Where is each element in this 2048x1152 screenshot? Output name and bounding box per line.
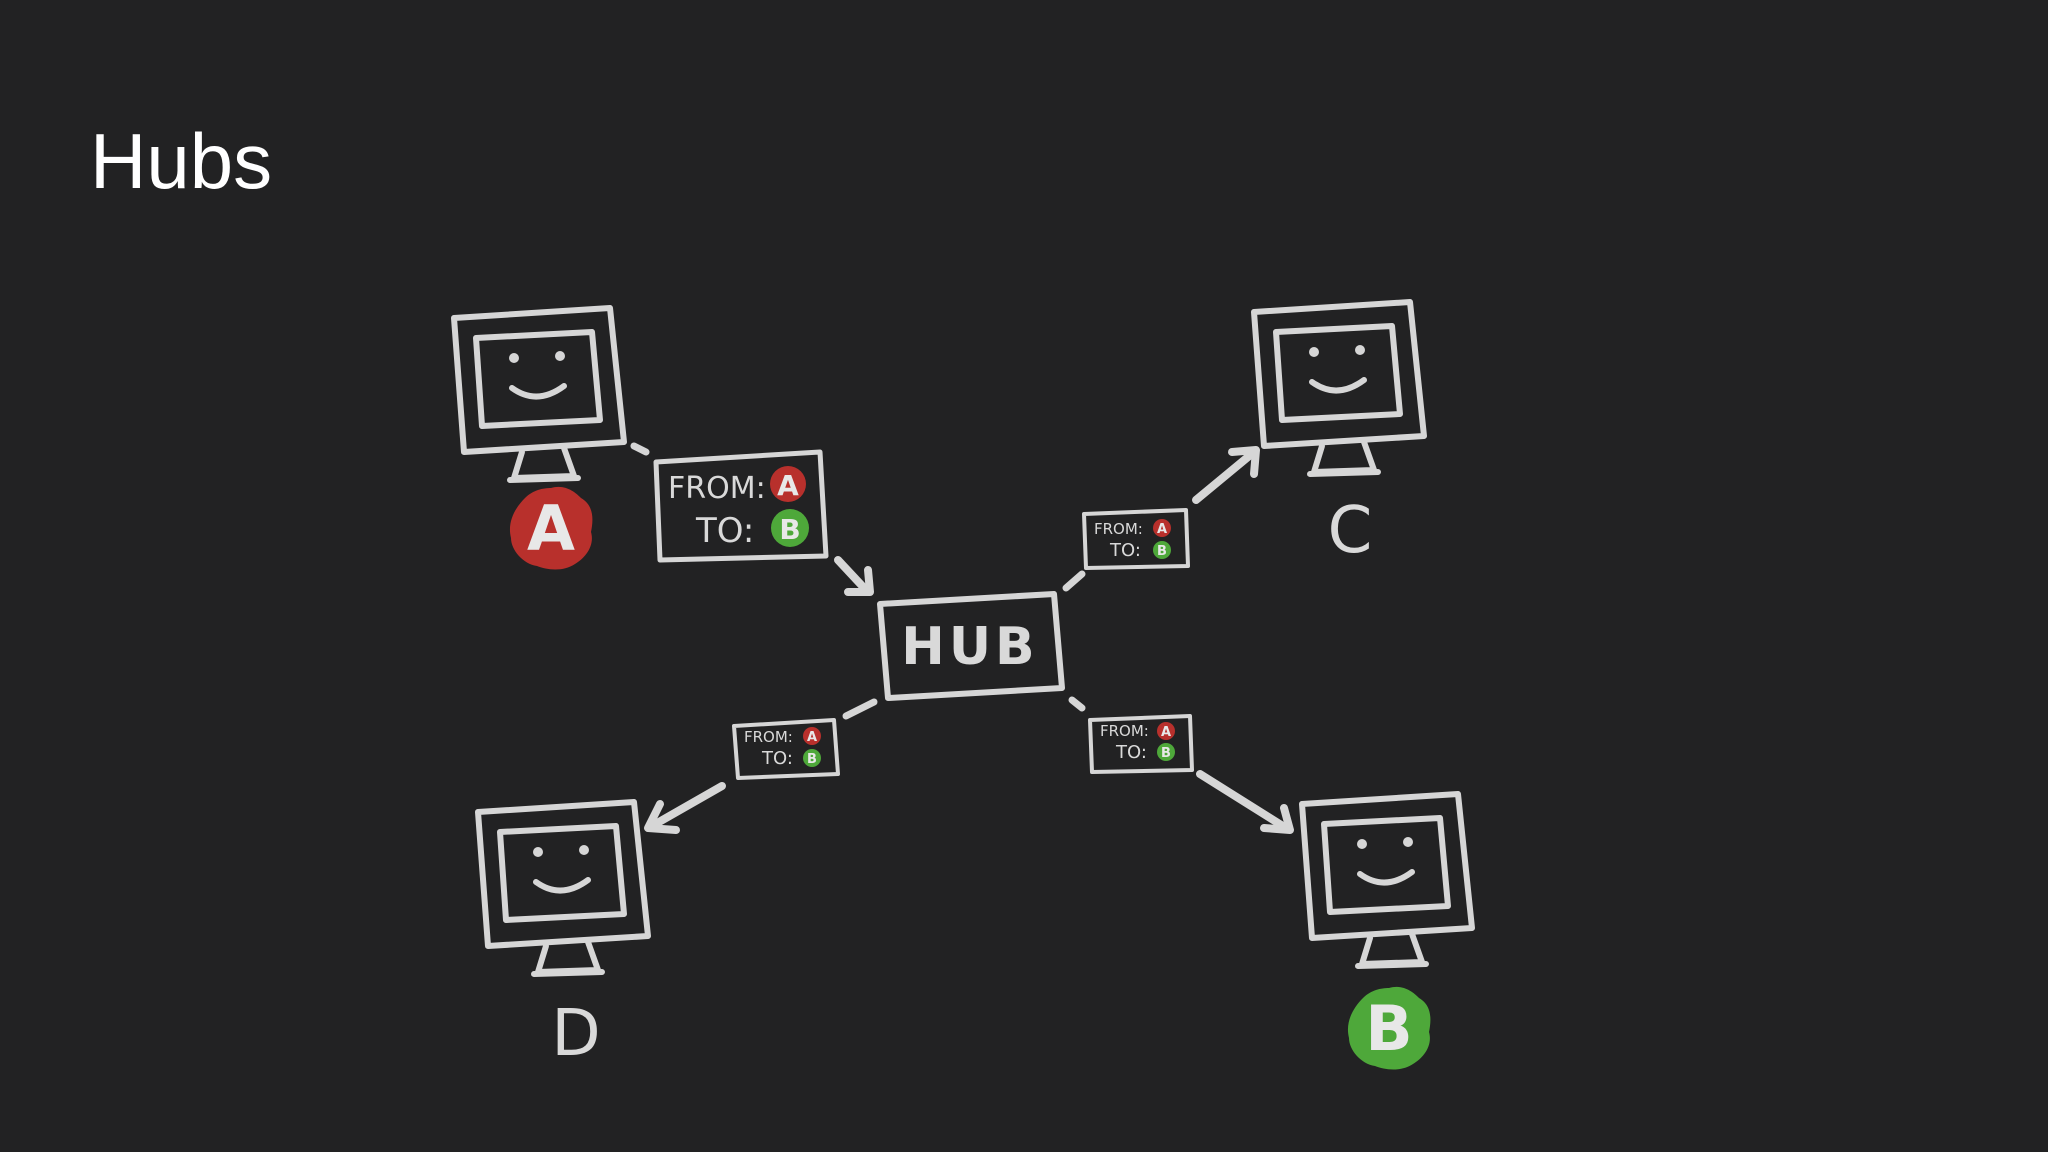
arrow-a-to-hub: [630, 442, 874, 596]
monitor-c-icon: [1254, 302, 1424, 474]
packet-from-label: FROM:: [744, 728, 793, 746]
arrow-hub-to-c: [1062, 446, 1260, 592]
hub-box: HUB: [877, 591, 1065, 701]
packet-to-label: TO:: [695, 511, 754, 551]
packet-to-value: B: [1157, 544, 1167, 559]
monitor-b-icon: [1302, 794, 1472, 966]
node-a-badge: A: [509, 486, 593, 570]
packet-from-label: FROM:: [1100, 722, 1149, 740]
monitor-d-icon: [478, 802, 648, 974]
packet-to-label: TO:: [1115, 742, 1147, 763]
slide-title: Hubs: [90, 117, 273, 205]
packet-from-label: FROM:: [1094, 520, 1143, 538]
packet-from-value: A: [807, 730, 817, 745]
arrow-hub-to-d: [644, 698, 878, 834]
node-b-badge: B: [1347, 986, 1431, 1070]
monitor-a-icon: [454, 308, 624, 480]
node-c-label: C: [1328, 494, 1373, 568]
packet-to-value: B: [1161, 746, 1171, 761]
packet-from-label: FROM:: [668, 471, 766, 506]
node-d-label: D: [551, 997, 600, 1071]
node-a-label: A: [527, 492, 575, 565]
node-b-label: B: [1365, 992, 1412, 1065]
packet-from-value: A: [777, 469, 799, 502]
packet-to-value: B: [807, 752, 817, 767]
hub-label: HUB: [901, 617, 1038, 677]
packet-from-value: A: [1157, 522, 1167, 537]
packet-from-value: A: [1161, 725, 1171, 740]
packet-to-label: TO:: [1109, 540, 1141, 561]
packet-hub-to-d: FROM: A TO: B: [732, 718, 840, 780]
packet-hub-to-b: FROM: A TO: B: [1088, 714, 1194, 774]
arrow-hub-to-b: [1068, 696, 1294, 834]
packet-hub-to-c: FROM: A TO: B: [1082, 508, 1190, 570]
packet-to-value: B: [779, 513, 800, 546]
packet-to-label: TO:: [761, 748, 793, 769]
packet-a-to-hub: FROM: A TO: B: [653, 449, 829, 563]
